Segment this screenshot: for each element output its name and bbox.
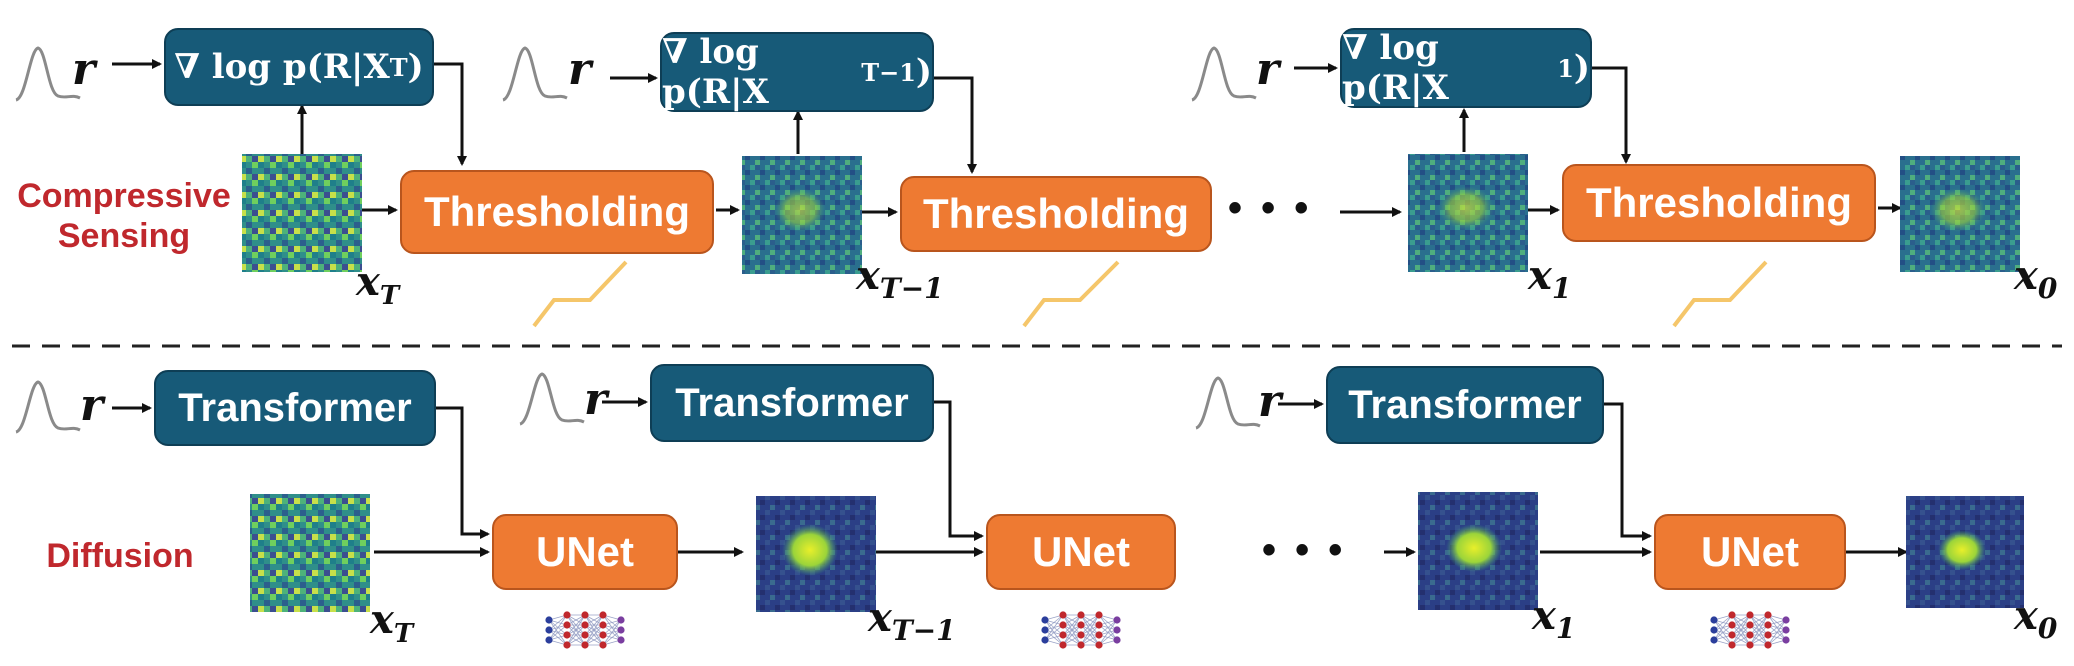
- input-r-symbol: r: [72, 44, 96, 95]
- state-label-xT: xT: [356, 258, 400, 311]
- input-r-symbol: r: [1256, 44, 1280, 95]
- input-r-symbol: r: [80, 380, 104, 431]
- transformer-block: Transformer: [1326, 366, 1604, 444]
- state-label-x0: x0: [2014, 592, 2058, 645]
- grad-post: ): [915, 52, 932, 92]
- grad-sub: T: [389, 52, 408, 82]
- state-label-xT-1: xT−1: [868, 594, 956, 647]
- unet-block: UNet: [1654, 514, 1846, 590]
- grad-pre: ∇ log p(R|X: [174, 47, 390, 87]
- transformer-block: Transformer: [154, 370, 436, 446]
- state-label-xT-1: xT−1: [856, 252, 944, 305]
- state-label-x1: x1: [1532, 592, 1576, 645]
- transformer-block: Transformer: [650, 364, 934, 442]
- thresholding-block: Thresholding: [900, 176, 1212, 252]
- grad-pre: ∇ log p(R|X: [1342, 28, 1449, 108]
- neural-network-icon: [545, 611, 1790, 649]
- thresholding-block: Thresholding: [1562, 164, 1876, 242]
- row-label-compressive-sensing: Compressive Sensing: [4, 176, 244, 256]
- input-r-symbol: r: [1258, 376, 1282, 427]
- ellipsis: • • •: [1228, 186, 1313, 230]
- state-label-xT: xT: [370, 596, 414, 649]
- thresholding-block: Thresholding: [400, 170, 714, 254]
- noisy-image-icon: [250, 492, 2024, 612]
- state-label-x1: x1: [1528, 252, 1572, 305]
- state-label-x0: x0: [2014, 252, 2058, 305]
- input-r-symbol: r: [568, 44, 592, 95]
- spectrum-icon: [15, 46, 1257, 102]
- row-label-line-2: Sensing: [57, 217, 191, 255]
- grad-pre: ∇ log p(R|X: [662, 32, 769, 112]
- ellipsis: • • •: [1262, 528, 1347, 572]
- noisy-image-icon: [242, 154, 2020, 274]
- unet-block: UNet: [492, 514, 678, 590]
- grad-post: ): [1573, 48, 1590, 88]
- row-label-diffusion: Diffusion: [46, 537, 194, 575]
- grad-sub: T−1: [861, 57, 916, 87]
- spectrum-icon: [15, 372, 1261, 434]
- grad-sub: 1: [1557, 53, 1574, 83]
- row-label-line-1: Compressive: [17, 177, 231, 215]
- threshold-function-icon: [532, 260, 1768, 328]
- input-r-symbol: r: [584, 374, 608, 425]
- unet-block: UNet: [986, 514, 1176, 590]
- log-likelihood-gradient-block: ∇ log p(R|X 1): [1340, 28, 1592, 108]
- grad-post: ): [407, 47, 424, 87]
- log-likelihood-gradient-block: ∇ log p(R|X T−1): [660, 32, 934, 112]
